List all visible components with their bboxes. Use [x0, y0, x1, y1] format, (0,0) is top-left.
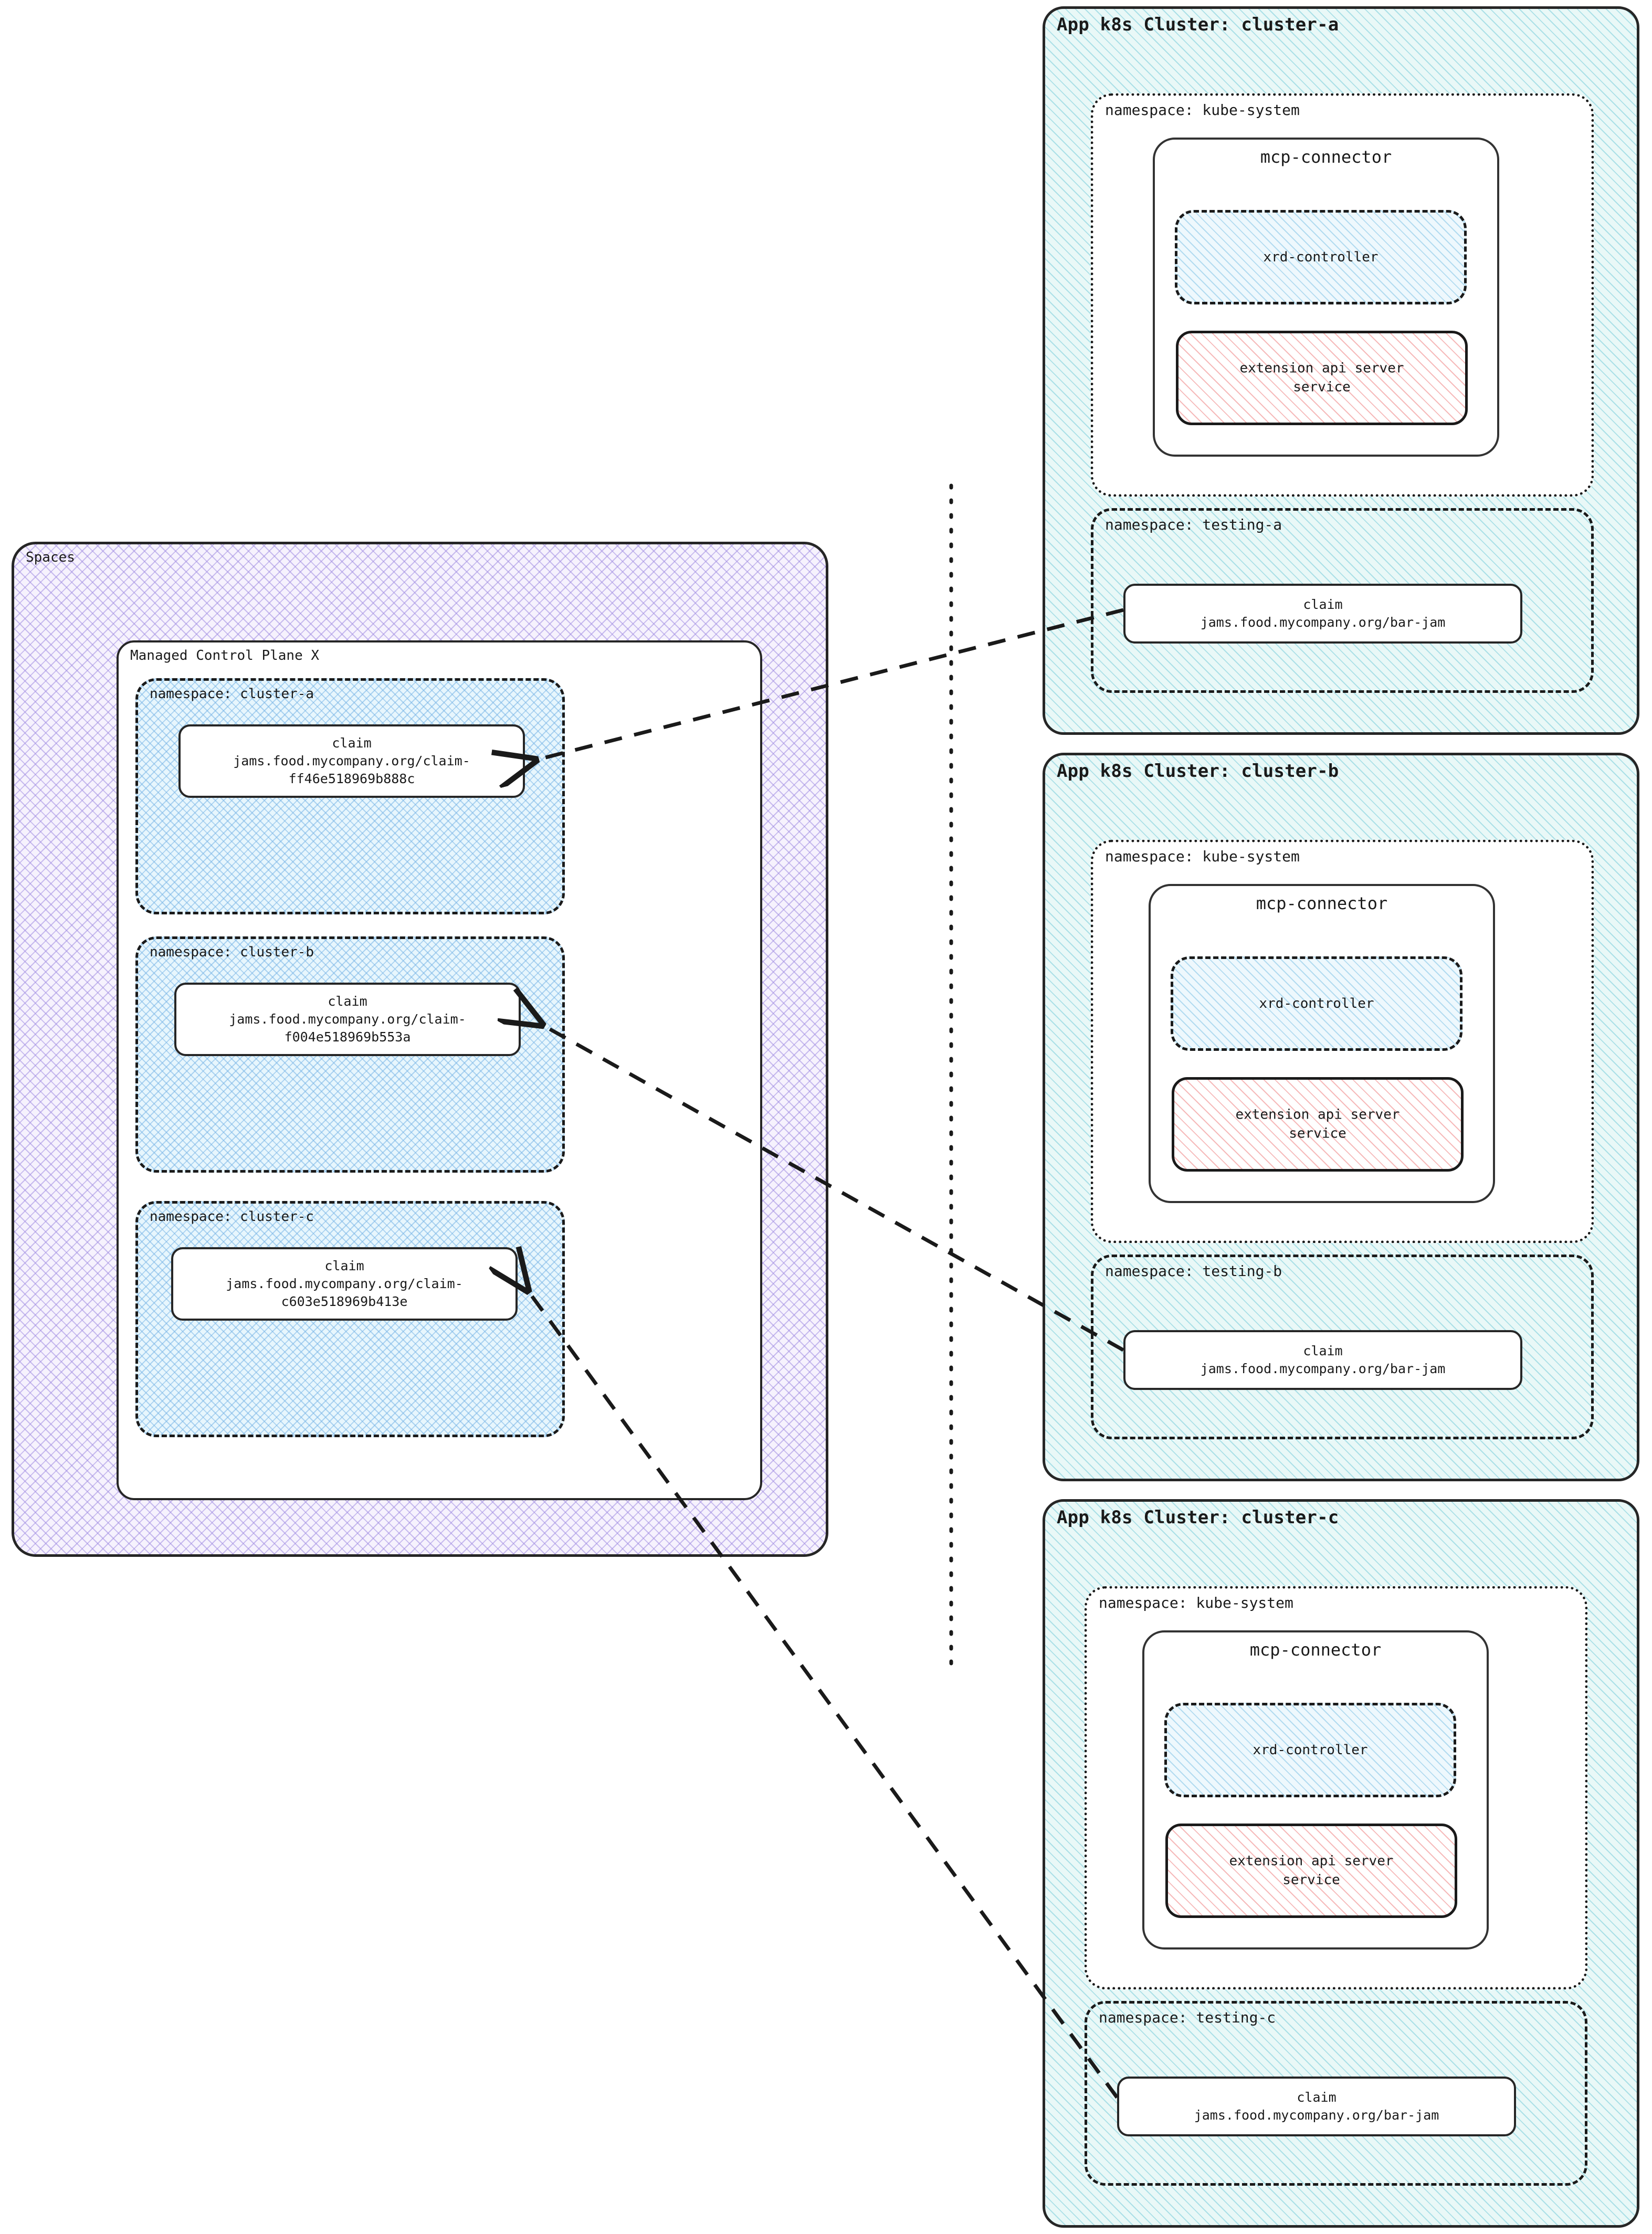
- api-line-2: service: [1293, 380, 1351, 395]
- cluster-b-extension-api-server-label: extension api server service: [1174, 1105, 1461, 1144]
- claim-ref-suffix: c603e518969b413e: [281, 1293, 408, 1309]
- spaces-label: Spaces: [26, 550, 75, 565]
- cluster-c-mcp-connector-label: mcp-connector: [1249, 1640, 1382, 1660]
- cluster-a-extension-api-server-label: extension api server service: [1179, 359, 1465, 397]
- cluster-a-testing-namespace-label: namespace: testing-a: [1105, 516, 1282, 533]
- mcp-namespace-cluster-c-label: namespace: cluster-c: [150, 1209, 314, 1225]
- cluster-a-kube-system-label: namespace: kube-system: [1105, 101, 1300, 119]
- cluster-a-xrd-controller-label: xrd-controller: [1263, 249, 1379, 265]
- claim-ref: jams.food.mycompany.org/claim-: [233, 753, 470, 769]
- cluster-a-extension-api-server: extension api server service: [1176, 331, 1468, 425]
- claim-kind: claim: [332, 735, 372, 751]
- cluster-b-extension-api-server: extension api server service: [1172, 1077, 1464, 1172]
- cluster-c-xrd-controller-label: xrd-controller: [1253, 1742, 1368, 1758]
- cluster-a-mcp-connector-label: mcp-connector: [1260, 147, 1392, 167]
- cluster-b-testing-claim[interactable]: claim jams.food.mycompany.org/bar-jam: [1123, 1330, 1522, 1390]
- mcp-namespace-cluster-b-label: namespace: cluster-b: [150, 944, 314, 960]
- mcp-claim-cluster-a[interactable]: claim jams.food.mycompany.org/claim- ff4…: [178, 724, 525, 798]
- cluster-c-extension-api-server-label: extension api server service: [1168, 1852, 1455, 1890]
- claim-kind: claim: [328, 994, 367, 1009]
- cluster-c-testing-namespace-label: namespace: testing-c: [1099, 2009, 1276, 2026]
- mcp-claim-cluster-b[interactable]: claim jams.food.mycompany.org/claim- f00…: [174, 983, 521, 1056]
- cluster-c-testing-claim[interactable]: claim jams.food.mycompany.org/bar-jam: [1117, 2077, 1516, 2136]
- cluster-b-mcp-connector-label: mcp-connector: [1256, 893, 1388, 913]
- api-line-1: extension api server: [1239, 360, 1404, 376]
- claim-ref-suffix: ff46e518969b888c: [288, 771, 415, 786]
- claim-ref: jams.food.mycompany.org/bar-jam: [1194, 2107, 1439, 2123]
- cluster-a-testing-namespace: namespace: testing-a: [1091, 508, 1594, 693]
- mcp-namespace-cluster-a-label: namespace: cluster-a: [150, 686, 314, 702]
- cluster-b-xrd-controller: xrd-controller: [1171, 956, 1462, 1051]
- cluster-c-kube-system-label: namespace: kube-system: [1099, 1594, 1293, 1611]
- claim-ref-suffix: f004e518969b553a: [284, 1029, 411, 1045]
- claim-kind: claim: [324, 1258, 364, 1274]
- cluster-a-testing-claim[interactable]: claim jams.food.mycompany.org/bar-jam: [1123, 584, 1522, 644]
- claim-kind: claim: [1303, 1343, 1343, 1359]
- cluster-a-xrd-controller: xrd-controller: [1175, 210, 1467, 304]
- api-line-1: extension api server: [1229, 1853, 1394, 1869]
- cluster-b-testing-namespace-label: namespace: testing-b: [1105, 1262, 1282, 1280]
- api-line-1: extension api server: [1235, 1107, 1400, 1123]
- cluster-b-label: App k8s Cluster: cluster-b: [1057, 761, 1339, 782]
- claim-ref: jams.food.mycompany.org/claim-: [229, 1011, 466, 1027]
- claim-kind: claim: [1297, 2090, 1337, 2105]
- mcp-claim-cluster-c[interactable]: claim jams.food.mycompany.org/claim- c60…: [171, 1247, 518, 1321]
- cluster-a-label: App k8s Cluster: cluster-a: [1057, 14, 1339, 35]
- claim-ref: jams.food.mycompany.org/bar-jam: [1200, 615, 1446, 630]
- claim-kind: claim: [1303, 597, 1343, 613]
- cluster-b-kube-system-label: namespace: kube-system: [1105, 848, 1300, 865]
- cluster-c-label: App k8s Cluster: cluster-c: [1057, 1507, 1339, 1528]
- managed-control-plane-label: Managed Control Plane X: [130, 648, 320, 663]
- cluster-b-xrd-controller-label: xrd-controller: [1259, 996, 1374, 1011]
- cluster-c-extension-api-server: extension api server service: [1165, 1824, 1457, 1918]
- cluster-c-testing-namespace: namespace: testing-c: [1085, 2001, 1587, 2186]
- claim-ref: jams.food.mycompany.org/bar-jam: [1200, 1361, 1446, 1376]
- api-line-2: service: [1289, 1126, 1346, 1142]
- claim-ref: jams.food.mycompany.org/claim-: [226, 1276, 463, 1292]
- cluster-c-xrd-controller: xrd-controller: [1164, 1703, 1456, 1797]
- api-line-2: service: [1282, 1872, 1340, 1888]
